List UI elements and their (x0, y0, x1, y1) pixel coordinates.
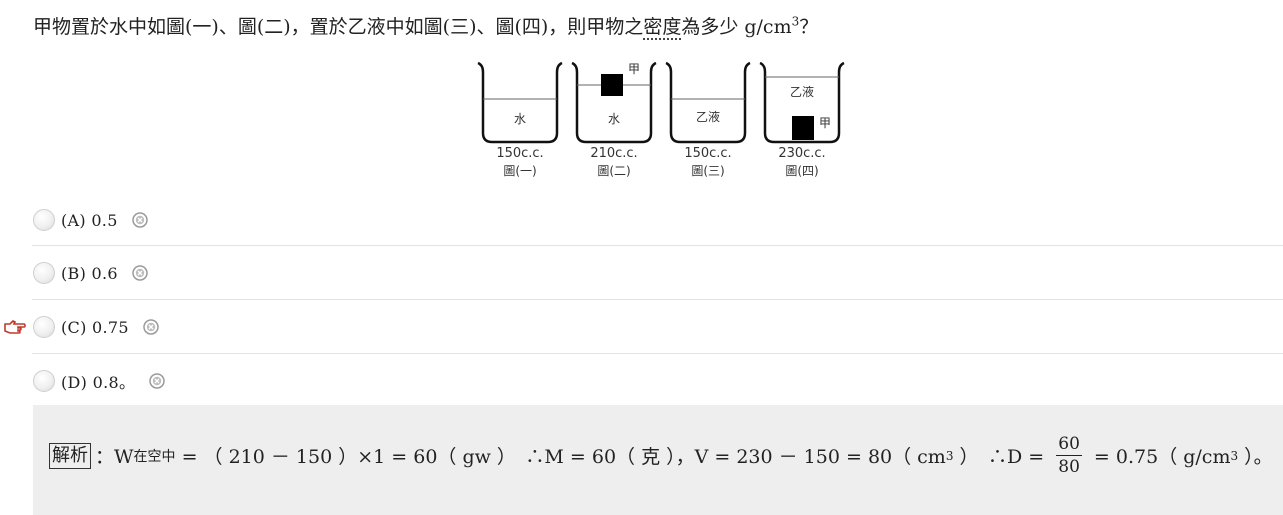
separator (32, 299, 1283, 300)
beaker-4-caption: 圖(四) (785, 164, 818, 178)
radio-d[interactable] (33, 370, 55, 392)
beaker-4-volume: 230c.c. (778, 146, 825, 161)
explanation-part4: ）。 (1238, 446, 1273, 468)
beaker-1-caption: 圖(一) (503, 164, 536, 178)
hand-pointer-icon (4, 301, 28, 353)
option-c[interactable]: (C) 0.75 (30, 301, 1283, 353)
question-post: 為多少 g/cm (681, 16, 792, 38)
question-pre: 甲物置於水中如圖(一)、圖(二)，置於乙液中如圖(三)、圖(四)，則甲物之 (33, 16, 644, 38)
beaker-3-liquid: 乙液 (696, 109, 720, 124)
beaker-1-liquid: 水 (514, 112, 526, 126)
beaker-1: 水 150c.c. 圖(一) (477, 61, 563, 178)
beaker-4: 甲 乙液 230c.c. 圖(四) (759, 61, 845, 178)
option-d-label: (D) 0.8。 (61, 373, 136, 392)
option-b-label: (B) 0.6 (61, 263, 118, 283)
density-fraction: 60 80 (1056, 433, 1082, 478)
beaker-4-block (792, 116, 814, 140)
beaker-2-liquid: 水 (608, 112, 620, 126)
explanation-part3: = 0.75（ g/cm (1087, 446, 1231, 468)
option-a-label: (A) 0.5 (61, 210, 118, 230)
beaker-2: 甲 水 210c.c. 圖(二) (571, 61, 657, 178)
explanation-w: ：W (95, 446, 134, 468)
beaker-4-liquid: 乙液 (790, 84, 814, 99)
fraction-numerator: 60 (1056, 434, 1082, 456)
beaker-2-caption: 圖(二) (597, 164, 630, 178)
option-d[interactable]: (D) 0.8。 (30, 355, 1283, 407)
explanation-w-sub: 在空中 (133, 448, 176, 465)
option-a[interactable]: (A) 0.5 (30, 194, 1283, 246)
question-sup: 3 (791, 14, 800, 29)
beaker-3-caption: 圖(三) (691, 164, 724, 178)
radio-b[interactable] (33, 262, 55, 284)
question-mark: ？ (799, 16, 819, 38)
beaker-figure: 水 150c.c. 圖(一) 甲 水 210c.c. 圖(二) 乙液 150c.… (470, 58, 850, 188)
eliminate-icon[interactable] (132, 265, 148, 281)
eliminate-icon[interactable] (143, 319, 159, 335)
radio-c[interactable] (33, 316, 55, 338)
beaker-4-block-label: 甲 (819, 116, 831, 130)
separator (32, 353, 1283, 354)
beaker-1-volume: 150c.c. (496, 146, 543, 161)
beaker-3: 乙液 150c.c. 圖(三) (665, 61, 751, 178)
beaker-3-volume: 150c.c. (684, 146, 731, 161)
beaker-2-block-label: 甲 (628, 62, 640, 76)
radio-a[interactable] (33, 209, 55, 231)
beaker-2-volume: 210c.c. (590, 146, 637, 161)
option-b[interactable]: (B) 0.6 (30, 247, 1283, 299)
beaker-2-block (601, 74, 623, 96)
explanation-part1: = （ 210 － 150 ）×1 = 60（ gw ） ∴M = 60（ 克 … (175, 446, 946, 468)
explanation-tag: 解析 (49, 442, 91, 469)
option-c-label: (C) 0.75 (61, 317, 129, 337)
separator (32, 245, 1283, 246)
eliminate-icon[interactable] (149, 373, 165, 389)
question-dotted-term: 密度 (643, 16, 682, 40)
beaker-diagram: 水 150c.c. 圖(一) 甲 水 210c.c. 圖(二) 乙液 150c.… (477, 61, 845, 178)
question-text: 甲物置於水中如圖(一)、圖(二)，置於乙液中如圖(三)、圖(四)，則甲物之密度為… (33, 12, 1273, 42)
explanation-part2: ） ∴D = (953, 446, 1051, 468)
fraction-denominator: 80 (1058, 457, 1080, 477)
eliminate-icon[interactable] (131, 212, 148, 228)
